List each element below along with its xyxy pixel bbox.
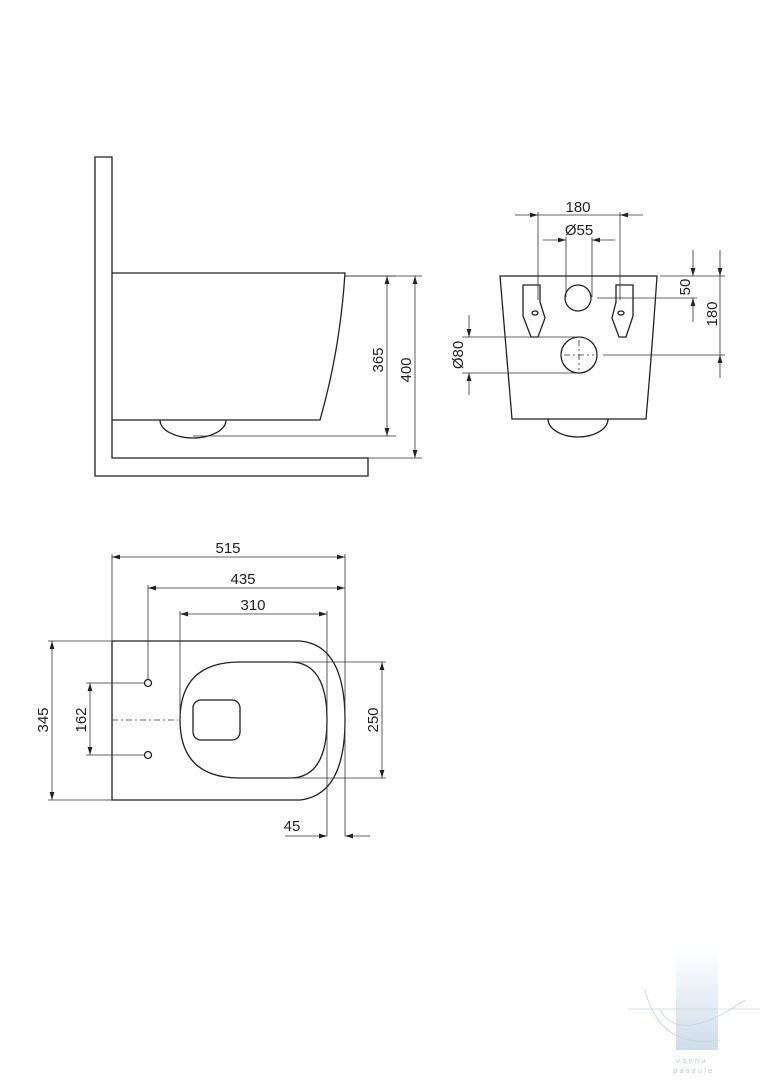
- toilet-front-outline: [499, 275, 658, 420]
- seat-opening: [192, 699, 241, 741]
- side-view: 365 400: [94, 156, 422, 477]
- dim-label-180-right: 180: [704, 301, 721, 326]
- seat-outline: [179, 661, 328, 779]
- dim-label-d55: Ø55: [565, 222, 593, 239]
- watermark-logo: vannu pasaule: [628, 950, 760, 1075]
- dim-label-515: 515: [215, 540, 240, 557]
- dim-label-310: 310: [240, 597, 265, 614]
- dim-label-45: 45: [284, 818, 301, 835]
- bracket-left: [522, 284, 546, 338]
- dim-label-162: 162: [73, 707, 90, 732]
- outlet-hole: [560, 336, 598, 374]
- mounting-hole-top: [143, 678, 153, 688]
- dim-label-435: 435: [230, 571, 255, 588]
- dim-label-345: 345: [35, 707, 52, 732]
- dim-label-365: 365: [370, 347, 387, 372]
- dim-label-180-top: 180: [565, 199, 590, 216]
- toilet-side-outline: [112, 272, 346, 421]
- toilet-top-outline: [111, 640, 346, 801]
- mounting-hole-bottom: [143, 750, 153, 760]
- top-view: 515 435 310 250 345 162 45: [35, 540, 386, 839]
- outlet-arc: [547, 418, 609, 438]
- inlet-hole: [564, 284, 592, 312]
- front-view: 180 Ø55 50 180 Ø80: [450, 199, 725, 438]
- dim-label-250: 250: [365, 707, 382, 732]
- svg-text:vannu: vannu: [676, 1057, 708, 1065]
- dim-label-50: 50: [677, 279, 694, 296]
- outlet-arc: [159, 419, 227, 439]
- wall-hatch: [94, 156, 369, 477]
- dim-label-d80: Ø80: [450, 341, 467, 369]
- svg-text:pasaule: pasaule: [673, 1067, 714, 1075]
- dim-label-400: 400: [398, 357, 415, 382]
- bracket-right: [611, 284, 634, 338]
